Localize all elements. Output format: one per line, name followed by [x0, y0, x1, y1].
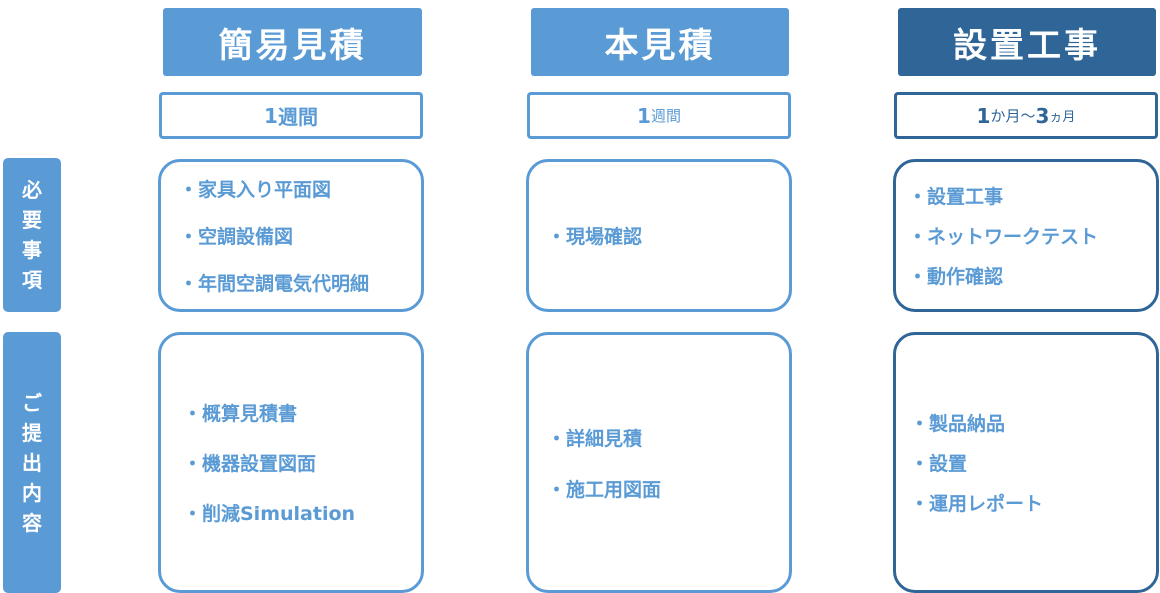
requirement-item: ・年間空調電気代明細 — [179, 273, 370, 295]
requirements-card-hon: ・現場確認 — [526, 159, 792, 312]
header-setchi-koji: 設置工事 — [898, 8, 1156, 76]
deliverable-item: ・機器設置図面 — [183, 453, 317, 475]
deliverable-item: ・製品納品 — [910, 413, 1006, 435]
row-label-requirements: 必 要 事 項 — [3, 158, 61, 312]
deliverable-item: ・施工用図面 — [547, 478, 662, 501]
duration-number: 1 — [976, 103, 991, 128]
requirements-card-kani: ・家具入り平面図 ・空調設備図 ・年間空調電気代明細 — [158, 159, 424, 312]
row-label-char: 内 — [22, 480, 42, 505]
duration-number-2: 3 — [1035, 103, 1050, 128]
row-label-char: 出 — [22, 450, 42, 475]
row-label-char: 要 — [22, 208, 42, 232]
row-label-deliverables: ご 提 出 内 容 — [3, 332, 61, 593]
requirement-item: ・現場確認 — [547, 226, 643, 248]
deliverable-item: ・設置 — [910, 453, 968, 475]
deliverables-card-hon: ・詳細見積 ・施工用図面 — [526, 332, 792, 593]
duration-number: 1 — [264, 103, 278, 128]
requirement-item: ・動作確認 — [908, 266, 1004, 288]
deliverables-card-setchi: ・製品納品 ・設置 ・運用レポート — [893, 332, 1159, 593]
duration-unit: か月 — [990, 107, 1021, 125]
header-hon-mitsumori: 本見積 — [531, 8, 789, 76]
row-label-char: 項 — [22, 268, 42, 292]
duration-unit: 週間 — [277, 105, 318, 129]
deliverable-item: ・詳細見積 — [547, 427, 643, 450]
requirement-item: ・空調設備図 — [179, 226, 294, 248]
duration-unit-2: ヵ月 — [1049, 110, 1076, 125]
deliverable-item: ・運用レポート — [910, 493, 1044, 515]
row-label-char: 事 — [22, 238, 42, 262]
requirements-card-setchi: ・設置工事 ・ネットワークテスト ・動作確認 — [893, 159, 1159, 312]
duration-range-separator: 〜 — [1020, 107, 1036, 125]
row-label-char: 必 — [22, 178, 42, 202]
deliverable-item: ・削減Simulation — [183, 503, 356, 525]
deliverable-item: ・概算見積書 — [183, 403, 298, 425]
duration-unit: 週間 — [650, 107, 681, 125]
row-label-char: 容 — [22, 510, 42, 535]
requirement-item: ・設置工事 — [908, 186, 1004, 208]
duration-number: 1 — [637, 103, 651, 128]
deliverables-card-kani: ・概算見積書 ・機器設置図面 ・削減Simulation — [158, 332, 424, 593]
requirement-item: ・家具入り平面図 — [179, 179, 332, 201]
row-label-char: 提 — [22, 420, 42, 445]
header-kani-mitsumori: 簡易見積 — [163, 8, 422, 76]
row-label-char: ご — [22, 390, 42, 415]
requirement-item: ・ネットワークテスト — [908, 226, 1099, 248]
